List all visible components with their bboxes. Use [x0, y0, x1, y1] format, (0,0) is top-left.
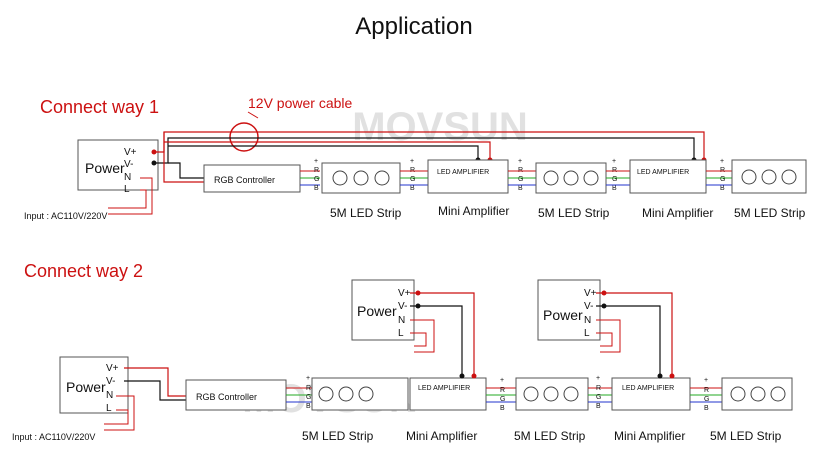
rgb-controller-1 [203, 164, 301, 193]
svg-text:L: L [398, 328, 404, 339]
svg-text:G: G [410, 176, 415, 183]
svg-text:B: B [720, 185, 725, 192]
power-box-2-amp-a [351, 279, 415, 341]
power-box-2-amp-b [537, 279, 601, 341]
svg-text:B: B [596, 403, 601, 410]
svg-text:N: N [106, 390, 113, 401]
amplifier-1b [629, 159, 707, 194]
svg-text:L: L [584, 328, 590, 339]
svg-text:R: R [704, 387, 709, 394]
svg-text:+: + [518, 158, 522, 165]
svg-text:R: R [314, 167, 319, 174]
power-cable-callout: 12V power cable [248, 95, 353, 111]
svg-text:B: B [500, 405, 505, 412]
ac-input-label-1: Input : AC110V/220V [24, 211, 107, 221]
power-box-1 [77, 139, 159, 191]
svg-text:G: G [720, 176, 725, 183]
svg-text:Power: Power [543, 307, 583, 323]
controller-vplus-wire [163, 132, 204, 183]
terminal-vminus-1: V- [124, 159, 133, 170]
amplifier-2a [409, 377, 487, 411]
svg-text:B: B [306, 403, 311, 410]
section2-heading: Connect way 2 [24, 261, 143, 281]
svg-text:V+: V+ [106, 363, 119, 374]
svg-text:V+: V+ [584, 288, 597, 299]
svg-text:B: B [612, 185, 617, 192]
power-label-2-main: Power [66, 379, 106, 395]
controller-vminus-wire [168, 162, 204, 179]
amp1-vplus-wire [164, 141, 491, 160]
amplifier-1a [427, 159, 509, 194]
svg-text:LED AMPLIFIER: LED AMPLIFIER [622, 385, 674, 392]
svg-text:R: R [596, 385, 601, 392]
strip-caption-1c: 5M LED Strip [734, 206, 806, 220]
rgb-controller-label-1: RGB Controller [214, 175, 275, 185]
svg-text:+: + [720, 158, 724, 165]
svg-text:N: N [398, 315, 405, 326]
power-label-1: Power [85, 160, 125, 176]
strip-caption-2c: 5M LED Strip [710, 429, 782, 443]
svg-text:RGB Controller: RGB Controller [196, 392, 257, 402]
power-box-2-main [59, 356, 129, 414]
amp-header-1b: LED AMPLIFIER [637, 169, 689, 176]
amp-caption-2b: Mini Amplifier [614, 429, 685, 443]
svg-text:R: R [306, 385, 311, 392]
svg-text:V-: V- [106, 376, 115, 387]
terminal-n-1: N [124, 172, 131, 183]
svg-text:N: N [584, 315, 591, 326]
svg-text:L: L [106, 403, 112, 414]
amp-caption-1b: Mini Amplifier [642, 206, 713, 220]
strip-caption-1a: 5M LED Strip [330, 206, 402, 220]
diagram-title: Application [355, 13, 472, 40]
svg-text:G: G [612, 176, 617, 183]
ac-l-wire-1 [108, 189, 147, 209]
callout-circle [229, 122, 259, 152]
terminal-l-1: L [124, 184, 130, 195]
svg-text:G: G [500, 396, 505, 403]
callout-leader [247, 111, 259, 119]
svg-text:B: B [410, 185, 415, 192]
svg-text:V-: V- [584, 301, 593, 312]
svg-text:R: R [500, 387, 505, 394]
svg-text:G: G [518, 176, 523, 183]
amplifier-2b [611, 377, 691, 411]
svg-text:+: + [410, 158, 414, 165]
strip-caption-2b: 5M LED Strip [514, 429, 586, 443]
svg-text:+: + [704, 377, 708, 384]
svg-text:Power: Power [357, 303, 397, 319]
amp-caption-1a: Mini Amplifier [438, 204, 509, 218]
ac-input-label-2: Input : AC110V/220V [12, 432, 95, 442]
amp1-vminus-wire [168, 145, 479, 160]
amp-header-1a: LED AMPLIFIER [437, 169, 489, 176]
svg-text:G: G [306, 394, 311, 401]
strip-caption-2a: 5M LED Strip [302, 429, 374, 443]
svg-text:+: + [596, 375, 600, 382]
ac-n-wire-1 [108, 177, 153, 215]
svg-text:G: G [596, 394, 601, 401]
svg-text:B: B [314, 185, 319, 192]
svg-text:B: B [704, 405, 709, 412]
svg-text:+: + [500, 377, 504, 384]
svg-text:V-: V- [398, 301, 407, 312]
svg-text:G: G [704, 396, 709, 403]
svg-text:B: B [518, 185, 523, 192]
amp-caption-2a: Mini Amplifier [406, 429, 477, 443]
svg-text:V+: V+ [398, 288, 411, 299]
vminus-cable-1 [154, 137, 695, 164]
svg-text:LED AMPLIFIER: LED AMPLIFIER [418, 385, 470, 392]
terminal-vplus-1: V+ [124, 147, 137, 158]
svg-text:+: + [612, 158, 616, 165]
section1-heading: Connect way 1 [40, 97, 159, 117]
svg-text:G: G [314, 176, 319, 183]
strip-caption-1b: 5M LED Strip [538, 206, 610, 220]
svg-text:+: + [314, 158, 318, 165]
svg-text:+: + [306, 375, 310, 382]
